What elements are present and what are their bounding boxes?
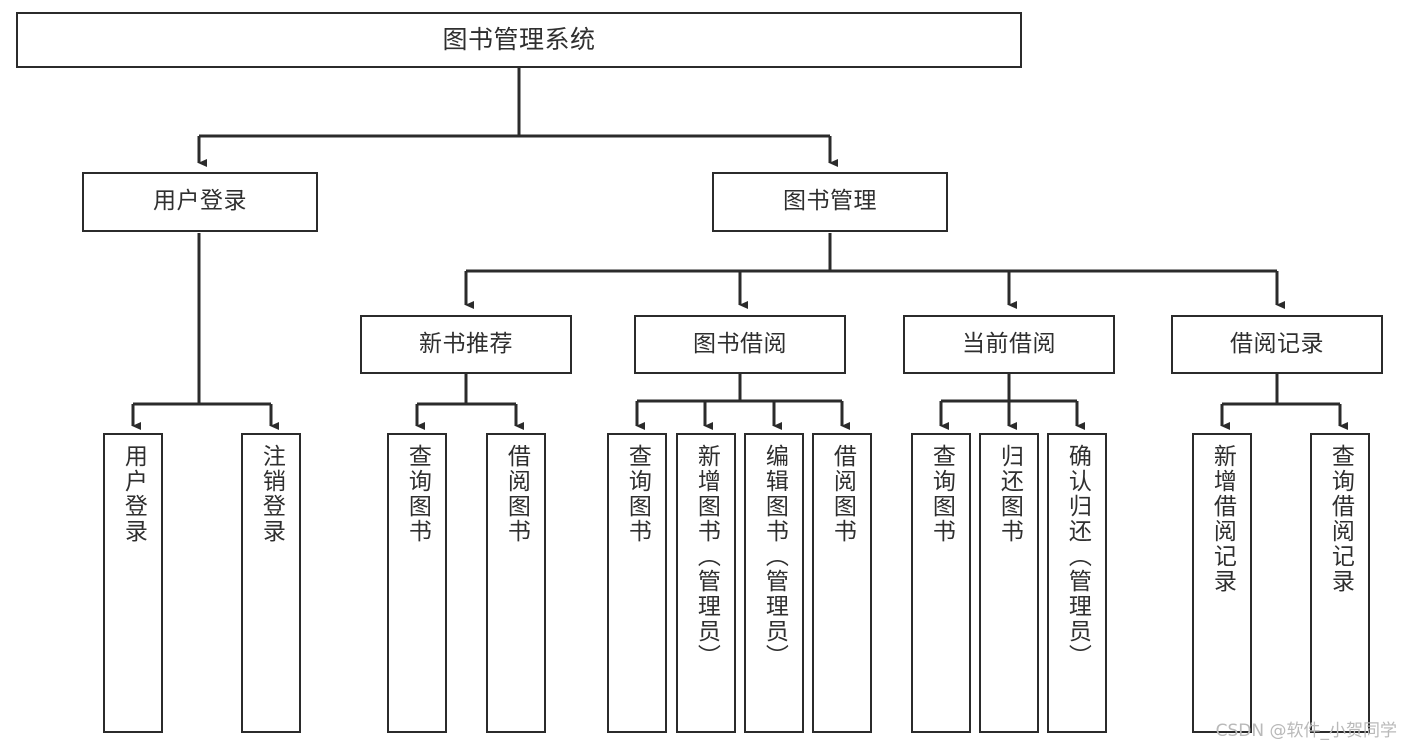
node-label: 图书管理系统 [442, 25, 596, 55]
node-label: 新书推荐 [419, 330, 513, 357]
node-root-system[interactable]: 图书管理系统 [16, 12, 1022, 68]
node-label: 新增借阅记录 [1209, 444, 1236, 594]
node-label: 借阅记录 [1230, 330, 1324, 357]
leaf-query-borrow-record[interactable]: 查询借阅记录 [1310, 433, 1370, 733]
node-label: 借阅图书 [503, 444, 530, 544]
node-label: 注销登录 [258, 444, 285, 544]
csdn-watermark: CSDN @软件_小贺同学 [1215, 721, 1397, 741]
node-user-login[interactable]: 用户登录 [82, 172, 318, 232]
leaf-confirm-return-admin[interactable]: 确认归还（管理员） [1047, 433, 1107, 733]
node-borrow-records[interactable]: 借阅记录 [1171, 315, 1383, 374]
node-label: 查询图书 [404, 444, 431, 544]
leaf-return-book[interactable]: 归还图书 [979, 433, 1039, 733]
leaf-query-book-recommend[interactable]: 查询图书 [387, 433, 447, 733]
node-new-book-recommend[interactable]: 新书推荐 [360, 315, 572, 374]
leaf-add-borrow-record[interactable]: 新增借阅记录 [1192, 433, 1252, 733]
leaf-user-login[interactable]: 用户登录 [103, 433, 163, 733]
node-label: 编辑图书（管理员） [761, 444, 788, 669]
node-label: 查询借阅记录 [1327, 444, 1354, 594]
node-label: 当前借阅 [962, 330, 1056, 357]
node-label: 用户登录 [120, 444, 147, 544]
node-label: 查询图书 [928, 444, 955, 544]
node-current-borrow[interactable]: 当前借阅 [903, 315, 1115, 374]
node-label: 图书管理 [783, 188, 877, 215]
node-label: 用户登录 [153, 188, 247, 215]
leaf-borrow-book[interactable]: 借阅图书 [812, 433, 872, 733]
node-label: 新增图书（管理员） [693, 444, 720, 669]
leaf-borrow-book-recommend[interactable]: 借阅图书 [486, 433, 546, 733]
leaf-edit-book-admin[interactable]: 编辑图书（管理员） [744, 433, 804, 733]
node-book-management[interactable]: 图书管理 [712, 172, 948, 232]
node-label: 借阅图书 [829, 444, 856, 544]
leaf-logout-login[interactable]: 注销登录 [241, 433, 301, 733]
node-label: 确认归还（管理员） [1064, 444, 1091, 669]
leaf-add-book-admin[interactable]: 新增图书（管理员） [676, 433, 736, 733]
node-label: 查询图书 [624, 444, 651, 544]
node-book-borrow[interactable]: 图书借阅 [634, 315, 846, 374]
leaf-query-book-borrow[interactable]: 查询图书 [607, 433, 667, 733]
node-label: 归还图书 [996, 444, 1023, 544]
node-label: 图书借阅 [693, 330, 787, 357]
leaf-query-book-current[interactable]: 查询图书 [911, 433, 971, 733]
